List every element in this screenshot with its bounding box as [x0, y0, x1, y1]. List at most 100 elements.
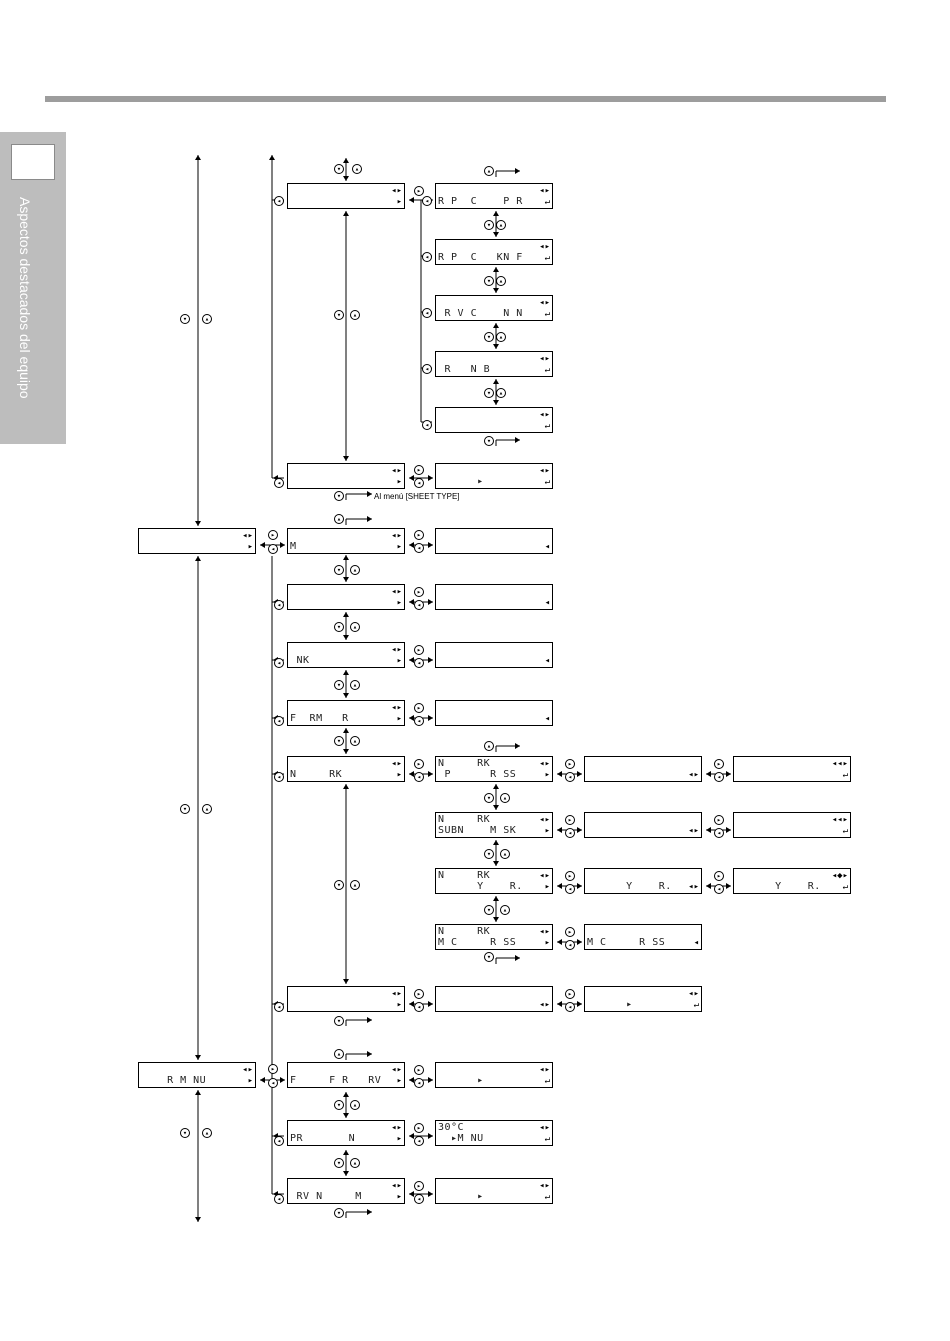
lcd-display-b4: R N B◂▸↵ — [435, 351, 553, 377]
arrowhead — [343, 693, 349, 698]
enter-indicator: ↵ — [544, 1076, 550, 1086]
lcd-display-d3: Y R.◂▸ — [584, 868, 702, 894]
right-key-icon: ▸ — [565, 759, 575, 769]
lcd-display-m2: R M NU◂▸▸ — [138, 1062, 256, 1088]
lcd-display-a7: N RK◂▸▸ — [287, 756, 405, 782]
up-key-icon: ▴ — [350, 1100, 360, 1110]
arrowhead — [493, 917, 499, 922]
enter-indicator: ◂▸ — [688, 882, 699, 892]
cursor-keys-indicator: ◂▸ — [391, 759, 402, 769]
lcd-display-e2: ◂◂▸↵ — [733, 812, 851, 838]
up-key-icon: ▴ — [496, 388, 506, 398]
lcd-line-2: R P C KN F — [438, 252, 523, 263]
cursor-keys-indicator: ◂▸ — [391, 1065, 402, 1075]
cursor-keys-indicator: ◂▸ — [391, 466, 402, 476]
arrowhead — [409, 1133, 414, 1139]
lcd-display-a1: ◂▸▸ — [287, 183, 405, 209]
arrowhead — [557, 771, 562, 777]
enter-indicator: ▸ — [396, 714, 402, 724]
right-key-icon: ▸ — [414, 465, 424, 475]
enter-indicator: ◂ — [544, 656, 550, 666]
lcd-line-2: ▸M NU — [438, 1133, 484, 1144]
arrowhead — [367, 516, 372, 522]
arrowhead — [706, 883, 711, 889]
lcd-line-2: ▸ — [587, 999, 633, 1010]
enter-indicator: ▸ — [544, 882, 550, 892]
left-key-icon: ◂ — [565, 884, 575, 894]
left-key-icon: ◂ — [422, 364, 432, 374]
lcd-line-2: M — [290, 541, 297, 552]
lcd-display-b3: R V C N N◂▸↵ — [435, 295, 553, 321]
arrowhead — [343, 1150, 349, 1155]
down-key-icon: ▾ — [484, 388, 494, 398]
arrowhead — [428, 715, 433, 721]
left-key-icon: ◂ — [565, 772, 575, 782]
arrowhead — [493, 267, 499, 272]
lcd-display-b2: R P C KN F◂▸↵ — [435, 239, 553, 265]
right-key-icon: ▸ — [414, 703, 424, 713]
left-key-icon: ◂ — [414, 658, 424, 668]
lcd-display-b1: R P C P R◂▸↵ — [435, 183, 553, 209]
arrowhead — [493, 323, 499, 328]
enter-indicator: ↵ — [544, 1134, 550, 1144]
down-key-icon: ▾ — [180, 1128, 190, 1138]
right-key-icon: ▸ — [414, 186, 424, 196]
lcd-display-b14: ▸◂▸↵ — [435, 1178, 553, 1204]
arrowhead — [343, 555, 349, 560]
up-key-icon: ▴ — [202, 314, 212, 324]
cursor-keys-indicator: ◂▸ — [242, 1065, 253, 1075]
right-key-icon: ▸ — [414, 1065, 424, 1075]
lcd-display-c3: N RK Y R.◂▸▸ — [435, 868, 553, 894]
arrowhead — [409, 715, 414, 721]
arrowhead — [493, 288, 499, 293]
down-key-icon: ▾ — [484, 952, 494, 962]
up-key-icon: ▴ — [350, 880, 360, 890]
lcd-display-a11: RV N M◂▸▸ — [287, 1178, 405, 1204]
left-key-icon: ◂ — [268, 1078, 278, 1088]
arrowhead — [343, 1092, 349, 1097]
note-go-to-sheet-type: Al menú [SHEET TYPE] — [374, 492, 460, 501]
down-key-icon: ▾ — [484, 905, 494, 915]
right-key-icon: ▸ — [414, 759, 424, 769]
lcd-display-b6: ▸◂▸↵ — [435, 463, 553, 489]
enter-indicator: ↵ — [544, 421, 550, 431]
down-key-icon: ▾ — [334, 1100, 344, 1110]
arrowhead — [343, 456, 349, 461]
lcd-line-2: R M NU — [141, 1075, 207, 1086]
left-key-icon: ◂ — [274, 1002, 284, 1012]
arrowhead — [577, 771, 582, 777]
lcd-line-1: N RK — [438, 758, 491, 769]
enter-indicator: ▸ — [396, 1134, 402, 1144]
lcd-display-a10: PR N◂▸▸ — [287, 1120, 405, 1146]
arrowhead — [343, 728, 349, 733]
lcd-display-e3: Y R.◂◆▸↵ — [733, 868, 851, 894]
enter-indicator: ▸ — [396, 477, 402, 487]
enter-indicator: ▸ — [396, 770, 402, 780]
right-key-icon: ▸ — [414, 1181, 424, 1191]
down-key-icon: ▾ — [334, 880, 344, 890]
cursor-keys-indicator: ◂◂▸ — [831, 759, 848, 769]
arrowhead — [577, 827, 582, 833]
enter-indicator: ◂ — [544, 542, 550, 552]
enter-indicator: ◂▸ — [688, 770, 699, 780]
lcd-display-a9: F F R RV◂▸▸ — [287, 1062, 405, 1088]
cursor-keys-indicator: ◂▸ — [391, 531, 402, 541]
down-key-icon: ▾ — [334, 736, 344, 746]
cursor-keys-indicator: ◂▸ — [539, 1123, 550, 1133]
left-key-icon: ◂ — [268, 544, 278, 554]
arrowhead — [343, 635, 349, 640]
left-key-icon: ◂ — [414, 772, 424, 782]
arrowhead — [409, 475, 414, 481]
arrowhead — [367, 1209, 372, 1215]
up-key-icon: ▴ — [484, 166, 494, 176]
cursor-keys-indicator: ◂▸ — [391, 1123, 402, 1133]
left-key-icon: ◂ — [422, 420, 432, 430]
down-key-icon: ▾ — [180, 804, 190, 814]
lcd-line-2: F RM R — [290, 713, 349, 724]
down-key-icon: ▾ — [334, 310, 344, 320]
lcd-display-b13: 30°C ▸M NU◂▸↵ — [435, 1120, 553, 1146]
arrowhead — [409, 1191, 414, 1197]
arrowhead — [409, 1077, 414, 1083]
